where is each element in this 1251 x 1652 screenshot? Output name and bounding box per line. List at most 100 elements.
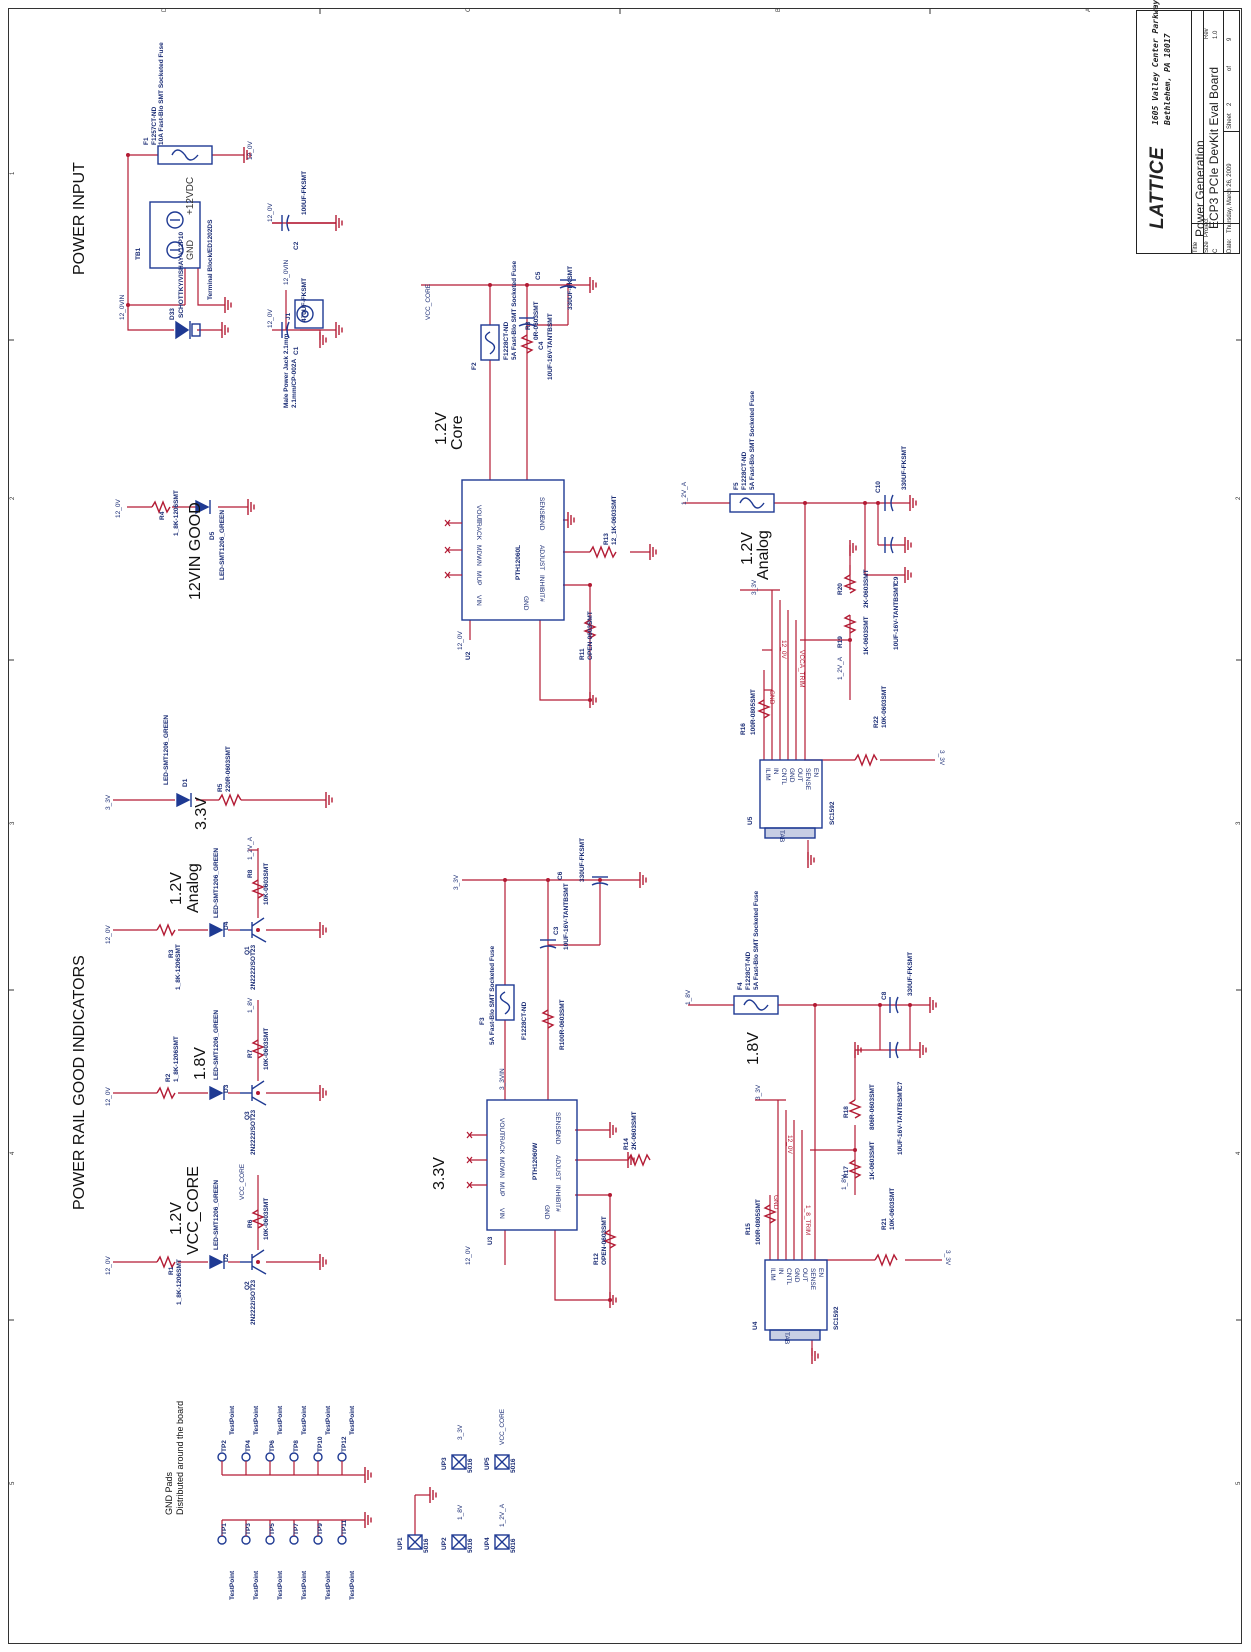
c1-val: 470UF-FKSMT [301,278,308,322]
fuse-f3 [495,984,515,1021]
zone-2-right: 2 [1236,496,1242,500]
net-33-u3: 3_3V [453,874,460,890]
d1-ref: D1 [182,778,189,787]
d1-val: LED-SMT1206_GREEN [163,715,170,785]
resistor-r16 [757,699,771,719]
gnd-pads-l1: GND Pads [164,1471,174,1515]
r2-val: 1_8K-1206SMT [173,1036,180,1082]
junctions [126,153,912,1302]
up3-ref: UP3 [441,1457,448,1470]
u3-pin-vout: VOUT [498,1118,505,1136]
rev-label: Rev [1204,28,1210,39]
zone-2: 2 [10,496,16,500]
project-name: ECP3 PCIe DevKit Eval Board [1207,66,1221,229]
resistor-r17 [848,1159,862,1179]
terminal-block-tb1 [149,201,201,269]
net-33-d1: 3_3V [105,794,112,810]
r7-val: 10K-0603SMT [263,1028,270,1070]
c10-ref: C10 [875,481,882,493]
f2-ref: F2 [471,362,478,370]
u5-pin-cntl: CNTL [780,768,787,785]
ground-symbols [221,146,937,1529]
tp-label-6: TestPoint [277,1405,284,1435]
d33-val: SCHOTTKY/VISHAY-V12P10 [178,232,185,318]
q3-ref: Q3 [244,1111,251,1120]
led-d4 [209,922,224,938]
f5-ref: F5 [733,482,740,490]
r15-val: 100R-0805SMT [755,1199,762,1245]
f1-ref: F1 [143,137,150,145]
r5-ref: R5 [217,783,224,792]
resistor-r18 [848,1099,862,1119]
sheet-border [8,8,1242,1644]
size-value: C [1213,248,1219,253]
tb1-plus: +12VDC [185,177,196,215]
j1-ref: J1 [285,312,292,320]
section-core-l1: 1.2V [433,412,450,445]
transistor-q3 [240,1080,267,1106]
net-18-up2: 1_8V [457,1504,464,1520]
indicator-3v3: 3.3V [193,797,210,830]
up2-pn: 5016 [467,1538,474,1553]
f4-desc: 5A Fast-Blo SMT Socketed Fuse [753,891,760,990]
f3-desc: 5A Fast-Blo SMT Socketed Fuse [489,946,496,1045]
date-value: Thursday, March 26, 2009 [1227,163,1233,233]
net-12v-f1: 12_0V [247,141,254,160]
zone-a: A [1086,8,1092,12]
led-d3 [209,1085,224,1101]
section-power-input: POWER INPUT [71,162,88,275]
q3-val: 2N2222/SOT23 [250,1109,257,1155]
resistor-r6 [251,1209,265,1229]
q1-val: 2N2222/SOT23 [250,944,257,990]
tp-label-9: TestPoint [325,1570,332,1600]
r10-val: 0R-0603SMT [559,999,566,1038]
net-12v-c1: 12_0V [267,309,274,328]
r20-val: 2K-0603SMT [863,569,870,608]
u5-pin-sense: SENSE [804,768,811,791]
net-18-f4: 1_8V [685,989,692,1005]
fuse-f2 [480,324,500,361]
d3-ref: D3 [223,1084,230,1093]
r17-val: 1K-0603SMT [869,1141,876,1180]
section-3v3: 3.3V [431,1157,448,1190]
zone-c: C [466,7,472,12]
u5-pin-en: EN [812,768,819,777]
resistor-r11 [583,619,597,639]
q2-ref: Q2 [244,1281,251,1290]
u5-pin-ilim: ILIM [764,768,771,781]
u4-tab: TAB [783,1332,790,1344]
section-analog-l2: Analog [755,530,772,580]
up1-ref: UP1 [397,1537,404,1550]
u4-pn: SC1592 [833,1306,840,1330]
u5-pn: SC1592 [829,801,836,825]
r19-val: 1K-0603SMT [863,616,870,655]
up-jumpers [407,1454,510,1550]
f1-pn: F1257CT-ND [151,106,158,145]
f5-pn: F1228CT-ND [741,451,748,490]
net-12v-c2: 12_0V [267,203,274,222]
tp4: TP4 [245,1440,252,1452]
c6-ref: C6 [557,871,564,880]
f3-pn: F1228CT-ND [521,1001,528,1040]
address-line-1: 1605 Valley Center Parkway [1151,0,1160,125]
u4-pin-ilim: ILIM [769,1268,776,1281]
resistor-r3 [156,923,176,937]
c5-ref: C5 [535,271,542,280]
sheet-label: Sheet [1227,113,1233,129]
r21-ref: R21 [881,1218,888,1230]
net-trim-u4: 1_8_TRIM [804,1205,811,1235]
tp-label-11: TestPoint [349,1570,356,1600]
c3-val: 10UF-16V-TANTBSMT [563,883,570,950]
net-12v-u5: 12_0V [780,640,787,659]
c3-ref: C3 [553,926,560,935]
u2-pin-inhibit: INHIBIT# [538,575,545,602]
zone-d: D [162,7,168,12]
d4-val: LED-SMT1206_GREEN [213,848,220,918]
u3-ref: U3 [487,1236,494,1245]
tp12: TP12 [341,1436,348,1452]
u3-pin-gnd2: GND [543,1205,550,1220]
c1-ref: C1 [293,346,300,355]
u3-pin-mup: MUP [498,1182,505,1196]
tb1-desc: Terminal Block/ED1202DS [207,219,214,300]
